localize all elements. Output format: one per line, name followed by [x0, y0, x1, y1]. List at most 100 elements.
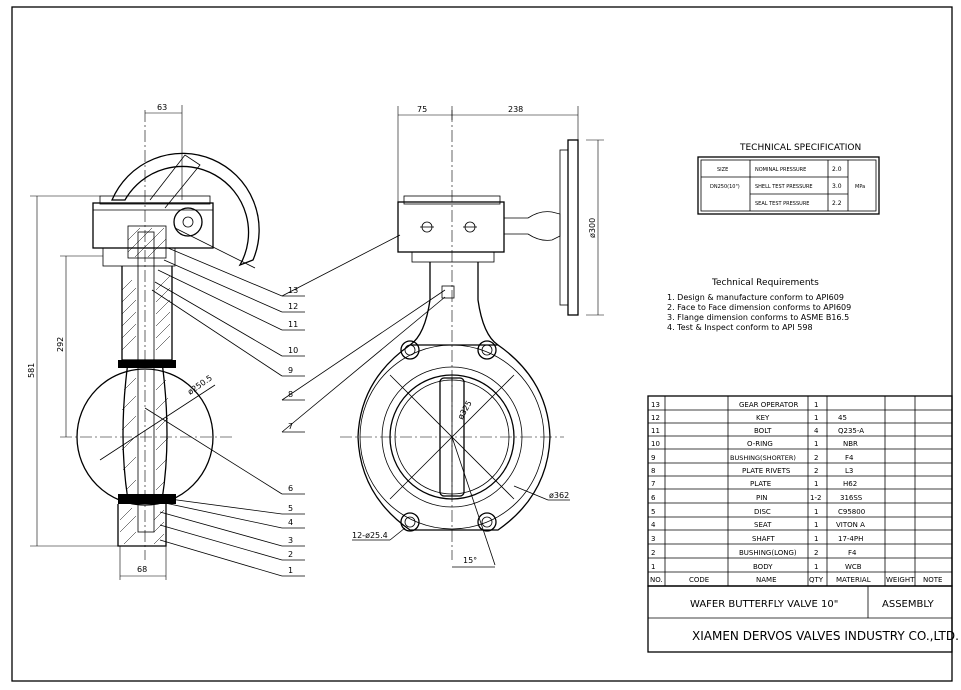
- dim-581: 581: [27, 363, 36, 378]
- svg-text:3. Flange dimension conforms t: 3. Flange dimension conforms to ASME B16…: [667, 313, 849, 322]
- svg-text:BUSHING(LONG): BUSHING(LONG): [739, 549, 797, 557]
- svg-text:VITON A: VITON A: [836, 521, 865, 529]
- side-section-view: ø250.5 63 581 292 68: [27, 103, 446, 580]
- svg-text:8: 8: [288, 390, 293, 399]
- balloon-numbers: 13 12 11 10 9 8 7 6 5 4 3 2 1: [288, 286, 298, 575]
- drawing-title: WAFER BUTTERFLY VALVE 10": [690, 599, 838, 610]
- dim-75: 75: [417, 105, 427, 114]
- svg-text:1: 1: [651, 563, 655, 571]
- svg-text:1: 1: [814, 508, 818, 516]
- svg-text:L3: L3: [845, 467, 853, 475]
- dim-63: 63: [157, 103, 167, 112]
- svg-text:12: 12: [651, 414, 660, 422]
- spec-size-label: SIZE: [717, 167, 728, 173]
- svg-text:12: 12: [288, 302, 298, 311]
- svg-text:7: 7: [651, 480, 655, 488]
- svg-text:1: 1: [814, 521, 818, 529]
- svg-text:1: 1: [814, 440, 818, 448]
- svg-text:9: 9: [651, 454, 655, 462]
- svg-text:13: 13: [651, 401, 660, 409]
- tech-spec-table: TECHNICAL SPECIFICATION SIZE DN250(10") …: [697, 143, 880, 215]
- svg-text:4. Test & Inspect conform to A: 4. Test & Inspect conform to API 598: [667, 323, 813, 332]
- svg-text:KEY: KEY: [756, 414, 770, 422]
- svg-text:11: 11: [288, 320, 298, 329]
- company-name: XIAMEN DERVOS VALVES INDUSTRY CO.,LTD.: [692, 629, 959, 643]
- bom-header-note: NOTE: [923, 576, 942, 584]
- dim-angle: 15°: [463, 556, 477, 565]
- svg-text:2. Face to Face dimension conf: 2. Face to Face dimension conforms to AP…: [667, 303, 851, 312]
- leaders: [144, 234, 446, 577]
- bom-header-qty: QTY: [809, 576, 824, 584]
- svg-text:17-4PH: 17-4PH: [838, 535, 863, 543]
- svg-text:7: 7: [288, 422, 293, 431]
- title-block: WAFER BUTTERFLY VALVE 10" ASSEMBLY XIAME…: [647, 585, 959, 653]
- front-view: 15° ø325 ø362 12-ø25.4 75 238 ø300: [340, 105, 604, 568]
- svg-text:316SS: 316SS: [840, 494, 863, 502]
- bom-header-no: NO.: [650, 576, 663, 584]
- svg-text:2: 2: [814, 454, 818, 462]
- dim-362: ø362: [549, 491, 569, 500]
- neck-hatching: [121, 275, 171, 351]
- svg-text:BOLT: BOLT: [754, 427, 772, 435]
- requirements-title: Technical Requirements: [711, 278, 819, 288]
- tech-spec-title: TECHNICAL SPECIFICATION: [739, 143, 861, 153]
- svg-text:3: 3: [288, 536, 293, 545]
- bom-header-material: MATERIAL: [836, 576, 871, 584]
- svg-text:4: 4: [814, 427, 819, 435]
- dim-292: 292: [56, 337, 65, 352]
- bom-header-code: CODE: [689, 576, 709, 584]
- svg-text:2: 2: [814, 467, 818, 475]
- svg-text:4: 4: [288, 518, 293, 527]
- svg-text:2: 2: [288, 550, 293, 559]
- svg-text:SHAFT: SHAFT: [752, 535, 775, 543]
- drawing-type: ASSEMBLY: [882, 599, 935, 610]
- dim-300: ø300: [588, 218, 597, 238]
- svg-text:F4: F4: [848, 549, 857, 557]
- svg-text:10: 10: [288, 346, 298, 355]
- svg-text:1: 1: [814, 535, 818, 543]
- svg-text:PIN: PIN: [756, 494, 768, 502]
- svg-text:C95800: C95800: [838, 508, 865, 516]
- disc-hatching: [121, 377, 169, 491]
- svg-text:11: 11: [651, 427, 660, 435]
- svg-text:13: 13: [288, 286, 298, 295]
- spec-unit: MPa: [855, 184, 865, 190]
- bom-row-lines: [648, 409, 952, 573]
- svg-text:9: 9: [288, 366, 293, 375]
- svg-text:6: 6: [651, 494, 656, 502]
- svg-text:Q235-A: Q235-A: [838, 427, 864, 435]
- dim-bolt-holes: 12-ø25.4: [352, 531, 388, 540]
- svg-text:2.2: 2.2: [832, 200, 842, 207]
- svg-text:1: 1: [288, 566, 293, 575]
- svg-text:BODY: BODY: [753, 563, 773, 571]
- svg-text:2.0: 2.0: [832, 166, 842, 173]
- svg-text:SEAT: SEAT: [754, 521, 772, 529]
- svg-text:PLATE RIVETS: PLATE RIVETS: [742, 467, 791, 475]
- svg-text:6: 6: [288, 484, 293, 493]
- svg-text:H62: H62: [843, 480, 857, 488]
- spec-size-value: DN250(10"): [710, 184, 740, 190]
- dim-disc-dia: ø250.5: [186, 373, 214, 396]
- dim-68: 68: [137, 565, 147, 574]
- svg-text:8: 8: [651, 467, 655, 475]
- svg-text:4: 4: [651, 521, 656, 529]
- svg-text:5: 5: [651, 508, 655, 516]
- tech-requirements: Technical Requirements 1. Design & manuf…: [667, 278, 851, 332]
- bom-header-weight: WEIGHT: [886, 576, 915, 584]
- svg-text:F4: F4: [845, 454, 854, 462]
- svg-text:2: 2: [814, 549, 818, 557]
- svg-text:45: 45: [838, 414, 847, 422]
- svg-text:NOMINAL PRESSURE: NOMINAL PRESSURE: [755, 167, 806, 173]
- svg-text:2: 2: [651, 549, 655, 557]
- svg-text:3.0: 3.0: [832, 183, 842, 190]
- svg-text:SHELL TEST PRESSURE: SHELL TEST PRESSURE: [755, 184, 813, 190]
- svg-text:1. Design & manufacture confor: 1. Design & manufacture conform to API60…: [667, 293, 844, 302]
- svg-text:O-RING: O-RING: [747, 440, 773, 448]
- svg-text:SEAL TEST PRESSURE: SEAL TEST PRESSURE: [755, 201, 809, 207]
- svg-text:DISC: DISC: [754, 508, 771, 516]
- svg-text:GEAR OPERATOR: GEAR OPERATOR: [739, 401, 798, 409]
- outer-border: [11, 6, 953, 682]
- svg-text:PLATE: PLATE: [750, 480, 771, 488]
- svg-text:1: 1: [814, 480, 818, 488]
- dim-238: 238: [508, 105, 523, 114]
